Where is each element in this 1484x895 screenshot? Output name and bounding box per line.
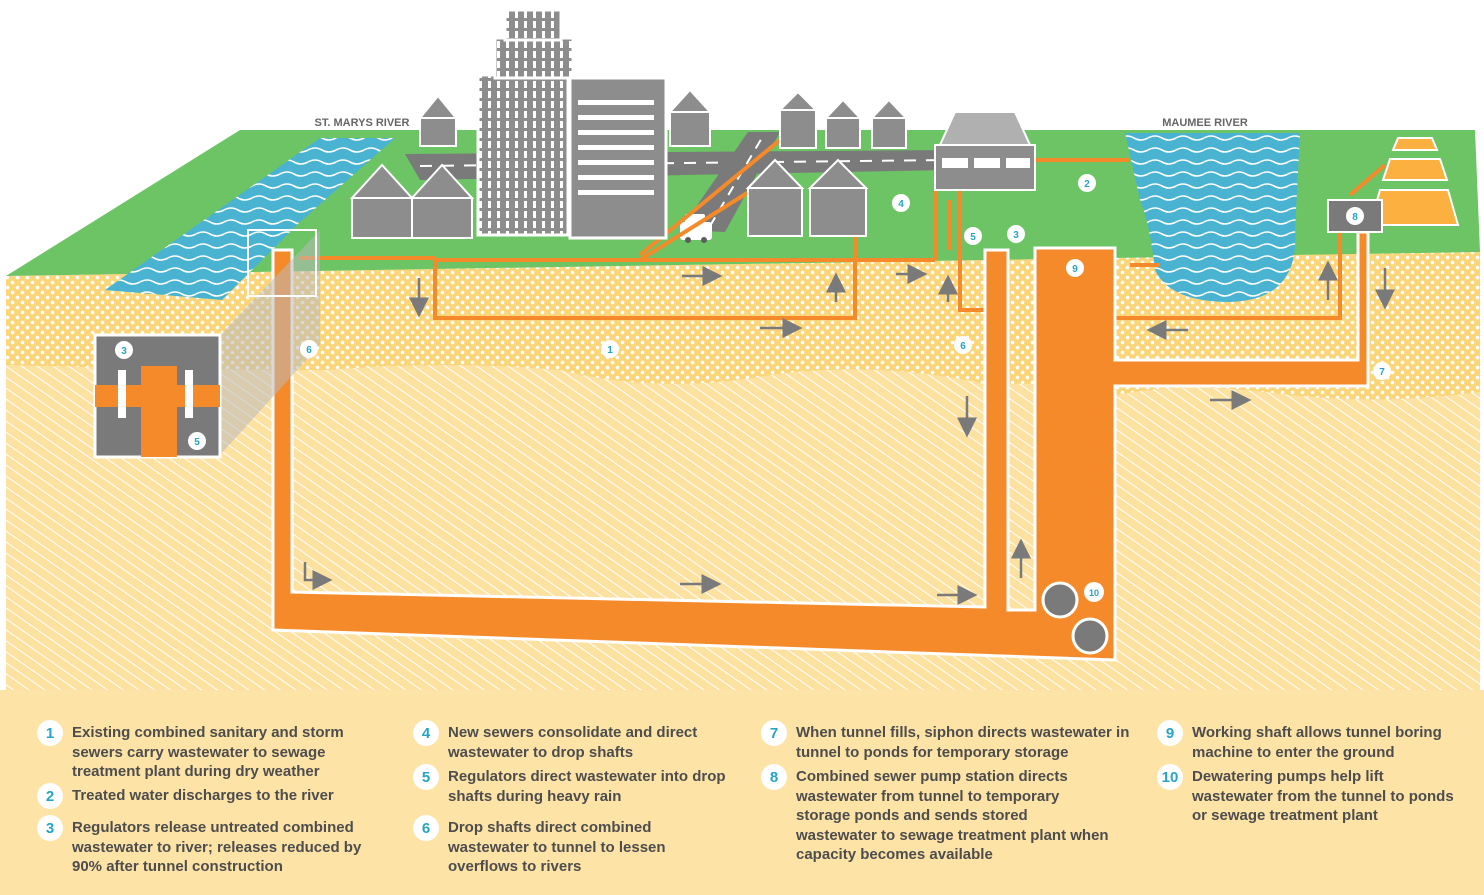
legend-text: Regulators direct wastewater into drop s… — [448, 768, 726, 805]
ground-surface — [6, 130, 1480, 276]
sewer-tunnel-diagram: ST. MARYS RIVER MAUMEE RIVER 1 2 3 3 4 5… — [6, 8, 1480, 690]
marker-8: 8 — [1346, 207, 1364, 225]
legend-text: Drop shafts direct combined wastewater t… — [448, 819, 666, 875]
marker-badges: 1 2 3 3 4 5 5 6 6 7 8 9 10 — [115, 174, 1391, 602]
marker-2: 2 — [1078, 174, 1096, 192]
legend-number: 2 — [37, 783, 63, 809]
marker-5: 5 — [188, 432, 206, 450]
deep-tunnel — [271, 230, 1370, 662]
svg-text:3: 3 — [1013, 230, 1019, 241]
legend-item-10: 10 Dewatering pumps help lift wastewater… — [1157, 764, 1467, 826]
sewage-treatment-plant — [934, 111, 1036, 191]
legend-text: New sewers consolidate and direct wastew… — [448, 724, 698, 761]
svg-text:9: 9 — [1072, 264, 1078, 275]
legend-number: 4 — [413, 720, 439, 746]
marker-1: 1 — [601, 340, 619, 358]
marker-3: 3 — [1007, 225, 1025, 243]
marker-4: 4 — [892, 194, 910, 212]
legend-item-8: 8 Combined sewer pump station directs wa… — [761, 764, 1111, 865]
legend-text: Regulators release untreated combined wa… — [72, 819, 362, 875]
svg-text:5: 5 — [194, 437, 200, 448]
marker-6: 6 — [300, 340, 318, 358]
marker-7: 7 — [1373, 362, 1391, 380]
legend-item-5: 5 Regulators direct wastewater into drop… — [413, 764, 733, 806]
svg-text:6: 6 — [960, 341, 966, 352]
legend-text: When tunnel fills, siphon directs wastew… — [796, 724, 1130, 761]
svg-text:6: 6 — [306, 345, 312, 356]
house-icon — [409, 163, 475, 239]
maumee-river — [1125, 133, 1300, 302]
svg-text:8: 8 — [1352, 212, 1358, 223]
house-icon — [777, 90, 819, 149]
house-icon — [807, 158, 869, 237]
marker-3: 3 — [115, 341, 133, 359]
storage-pond — [1381, 158, 1449, 181]
office-building — [568, 76, 668, 240]
marker-5: 5 — [964, 227, 982, 245]
legend-number: 3 — [37, 815, 63, 841]
marker-9: 9 — [1066, 259, 1084, 277]
legend-text: Existing combined sanitary and storm sew… — [72, 724, 344, 780]
flow-arrows — [303, 260, 1395, 605]
pump-station — [1327, 199, 1383, 233]
legend-item-9: 9 Working shaft allows tunnel boring mac… — [1157, 720, 1467, 762]
house-icon — [745, 158, 805, 237]
legend-text: Treated water discharges to the river — [72, 787, 334, 804]
legend-item-2: 2 Treated water discharges to the river — [37, 783, 367, 809]
legend-number: 7 — [761, 720, 787, 746]
legend-number: 8 — [761, 764, 787, 790]
marker-10: 10 — [1084, 582, 1104, 602]
svg-text:4: 4 — [898, 199, 904, 210]
house-icon — [823, 98, 863, 149]
legend-item-7: 7 When tunnel fills, siphon directs wast… — [761, 720, 1136, 762]
house-icon — [667, 88, 713, 147]
legend-text: Combined sewer pump station directs wast… — [796, 768, 1109, 863]
dewatering-pump-icon — [1041, 581, 1109, 655]
storage-pond — [1368, 189, 1460, 226]
skyscraper — [476, 8, 575, 237]
legend-item-1: 1 Existing combined sanitary and storm s… — [37, 720, 367, 782]
svg-text:7: 7 — [1379, 367, 1385, 378]
legend-item-6: 6 Drop shafts direct combined wastewater… — [413, 815, 733, 877]
svg-text:10: 10 — [1089, 588, 1099, 598]
legend-number: 6 — [413, 815, 439, 841]
svg-text:1: 1 — [607, 345, 613, 356]
maumee-river-label: MAUMEE RIVER — [1162, 117, 1248, 129]
svg-text:5: 5 — [970, 232, 976, 243]
legend-number: 9 — [1157, 720, 1183, 746]
marker-6: 6 — [954, 336, 972, 354]
legend-text: Dewatering pumps help lift wastewater fr… — [1192, 768, 1454, 824]
st-marys-river-label: ST. MARYS RIVER — [315, 117, 410, 129]
legend-number: 10 — [1157, 764, 1183, 790]
legend-number: 1 — [37, 720, 63, 746]
svg-text:2: 2 — [1084, 179, 1090, 190]
house-icon — [869, 98, 909, 149]
legend-text: Working shaft allows tunnel boring machi… — [1192, 724, 1442, 761]
st-marys-river — [105, 138, 395, 300]
legend-panel: 1 Existing combined sanitary and storm s… — [0, 690, 1484, 895]
houses — [349, 88, 909, 239]
house-icon — [417, 94, 459, 147]
svg-text:3: 3 — [121, 346, 127, 357]
legend-item-3: 3 Regulators release untreated combined … — [37, 815, 367, 877]
legend-number: 5 — [413, 764, 439, 790]
storage-pond — [1391, 137, 1439, 151]
legend-item-4: 4 New sewers consolidate and direct wast… — [413, 720, 733, 762]
